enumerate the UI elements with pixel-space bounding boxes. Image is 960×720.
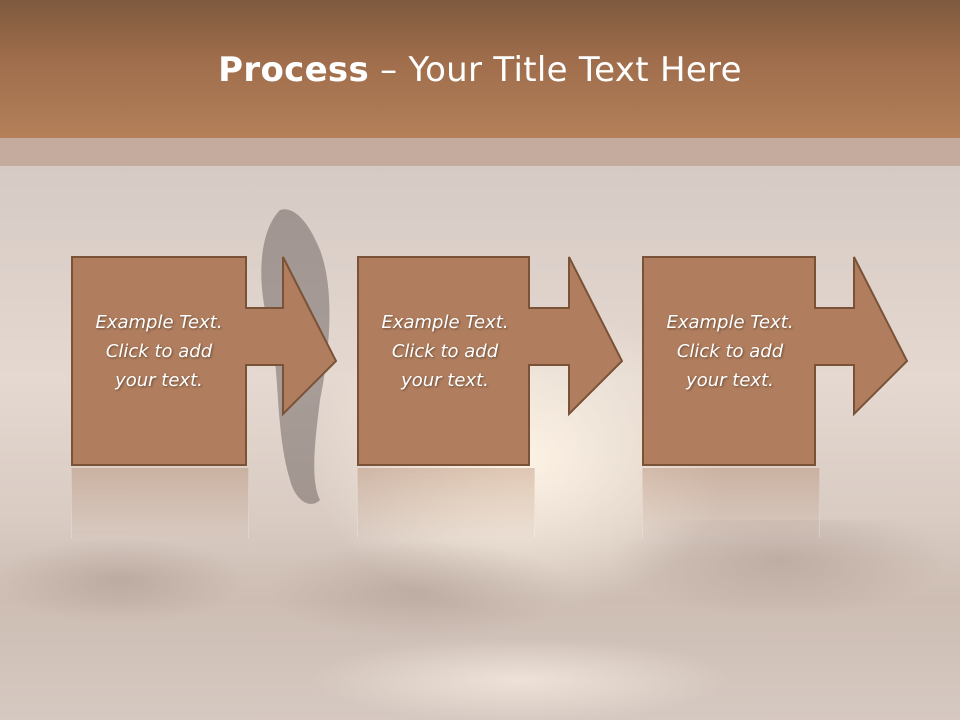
step-line-2: Click to add	[676, 341, 784, 362]
step-line-2: Click to add	[105, 341, 213, 362]
step-reflection	[71, 468, 249, 538]
step-arrow-shape	[71, 256, 338, 466]
process-step-2[interactable]: Example Text. Click to add your text.	[357, 256, 624, 466]
step-text: Example Text. Click to add your text.	[357, 308, 533, 395]
step-reflection	[357, 468, 535, 538]
step-line-3: your text.	[401, 370, 489, 391]
step-reflection	[642, 468, 820, 538]
title-bold: Process	[218, 50, 370, 90]
title-bar	[0, 0, 960, 138]
slide-title[interactable]: Process – Your Title Text Here	[0, 50, 960, 90]
step-line-3: your text.	[686, 370, 774, 391]
step-arrow-shape	[357, 256, 624, 466]
step-line-2: Click to add	[391, 341, 499, 362]
title-rest: – Your Title Text Here	[369, 50, 742, 90]
step-text: Example Text. Click to add your text.	[642, 308, 818, 395]
step-line-1: Example Text.	[666, 312, 794, 333]
process-step-1[interactable]: Example Text. Click to add your text.	[71, 256, 338, 466]
title-bar-band	[0, 138, 960, 166]
step-line-1: Example Text.	[95, 312, 223, 333]
step-arrow-shape	[642, 256, 909, 466]
step-text: Example Text. Click to add your text.	[71, 308, 247, 395]
step-line-3: your text.	[115, 370, 203, 391]
process-step-3[interactable]: Example Text. Click to add your text.	[642, 256, 909, 466]
ocean-waves	[0, 520, 960, 720]
step-line-1: Example Text.	[381, 312, 509, 333]
